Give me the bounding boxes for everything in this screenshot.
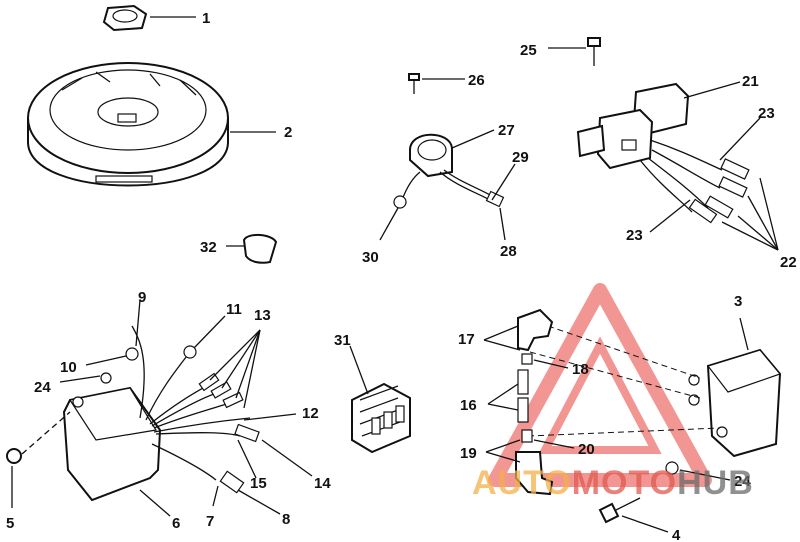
- spring-18: [521, 353, 533, 365]
- spring-20: [521, 429, 533, 443]
- label-31: 31: [334, 332, 351, 349]
- rectifier-31: [351, 382, 411, 454]
- label-1: 1: [202, 10, 210, 27]
- label-23a: 23: [758, 105, 775, 122]
- boot-19: [515, 451, 554, 496]
- screw-5: [6, 411, 71, 464]
- screw-26: [408, 73, 420, 94]
- label-5: 5: [6, 515, 14, 532]
- screw-4: [598, 497, 641, 524]
- callout-labels: 1 2 3 4 5 6 7 8 9 10 11 12 13 14 15 16 1…: [6, 10, 797, 542]
- label-16: 16: [460, 397, 477, 414]
- label-20: 20: [578, 441, 595, 458]
- label-32: 32: [200, 239, 217, 256]
- flywheel: [27, 62, 229, 187]
- washer-24b: [665, 461, 679, 475]
- label-10: 10: [60, 359, 77, 376]
- label-27: 27: [498, 122, 515, 139]
- label-11: 11: [226, 301, 242, 318]
- label-18: 18: [572, 361, 589, 378]
- label-28: 28: [500, 243, 517, 260]
- label-13: 13: [254, 307, 271, 324]
- ignition-module-21: [576, 82, 750, 224]
- coil-3: [688, 348, 782, 458]
- label-29: 29: [512, 149, 529, 166]
- label-25: 25: [520, 42, 537, 59]
- label-17: 17: [458, 331, 475, 348]
- label-30: 30: [362, 249, 379, 266]
- boot-17: [517, 308, 554, 352]
- coil-27: [393, 133, 505, 209]
- label-3: 3: [734, 293, 742, 310]
- flywheel-nut: [102, 4, 148, 32]
- label-24a: 24: [34, 379, 51, 396]
- label-4: 4: [672, 527, 681, 542]
- label-15: 15: [250, 475, 267, 492]
- power-pack-6: [62, 325, 260, 502]
- label-14: 14: [314, 475, 331, 492]
- label-21: 21: [742, 73, 759, 90]
- watermark-logo: [488, 283, 712, 487]
- label-12: 12: [302, 405, 319, 422]
- label-8: 8: [282, 511, 290, 528]
- wire-clip: [242, 234, 278, 264]
- svg-text:AUTOMOTOHUB: AUTOMOTOHUB: [472, 464, 754, 502]
- watermark-part2: MOTO: [572, 464, 677, 502]
- label-19: 19: [460, 445, 477, 462]
- label-2: 2: [284, 124, 292, 141]
- label-6: 6: [172, 515, 180, 532]
- label-9: 9: [138, 289, 146, 306]
- label-23b: 23: [626, 227, 643, 244]
- label-7: 7: [206, 513, 214, 530]
- label-22: 22: [780, 254, 797, 271]
- screw-25: [587, 37, 601, 66]
- label-26: 26: [468, 72, 485, 89]
- watermark-part1: AUTO: [472, 464, 572, 502]
- label-24b: 24: [734, 473, 751, 490]
- watermark-part3: HUB: [677, 464, 754, 502]
- watermark-text: AUTOMOTOHUB: [472, 464, 754, 502]
- sleeve-16: [517, 369, 529, 423]
